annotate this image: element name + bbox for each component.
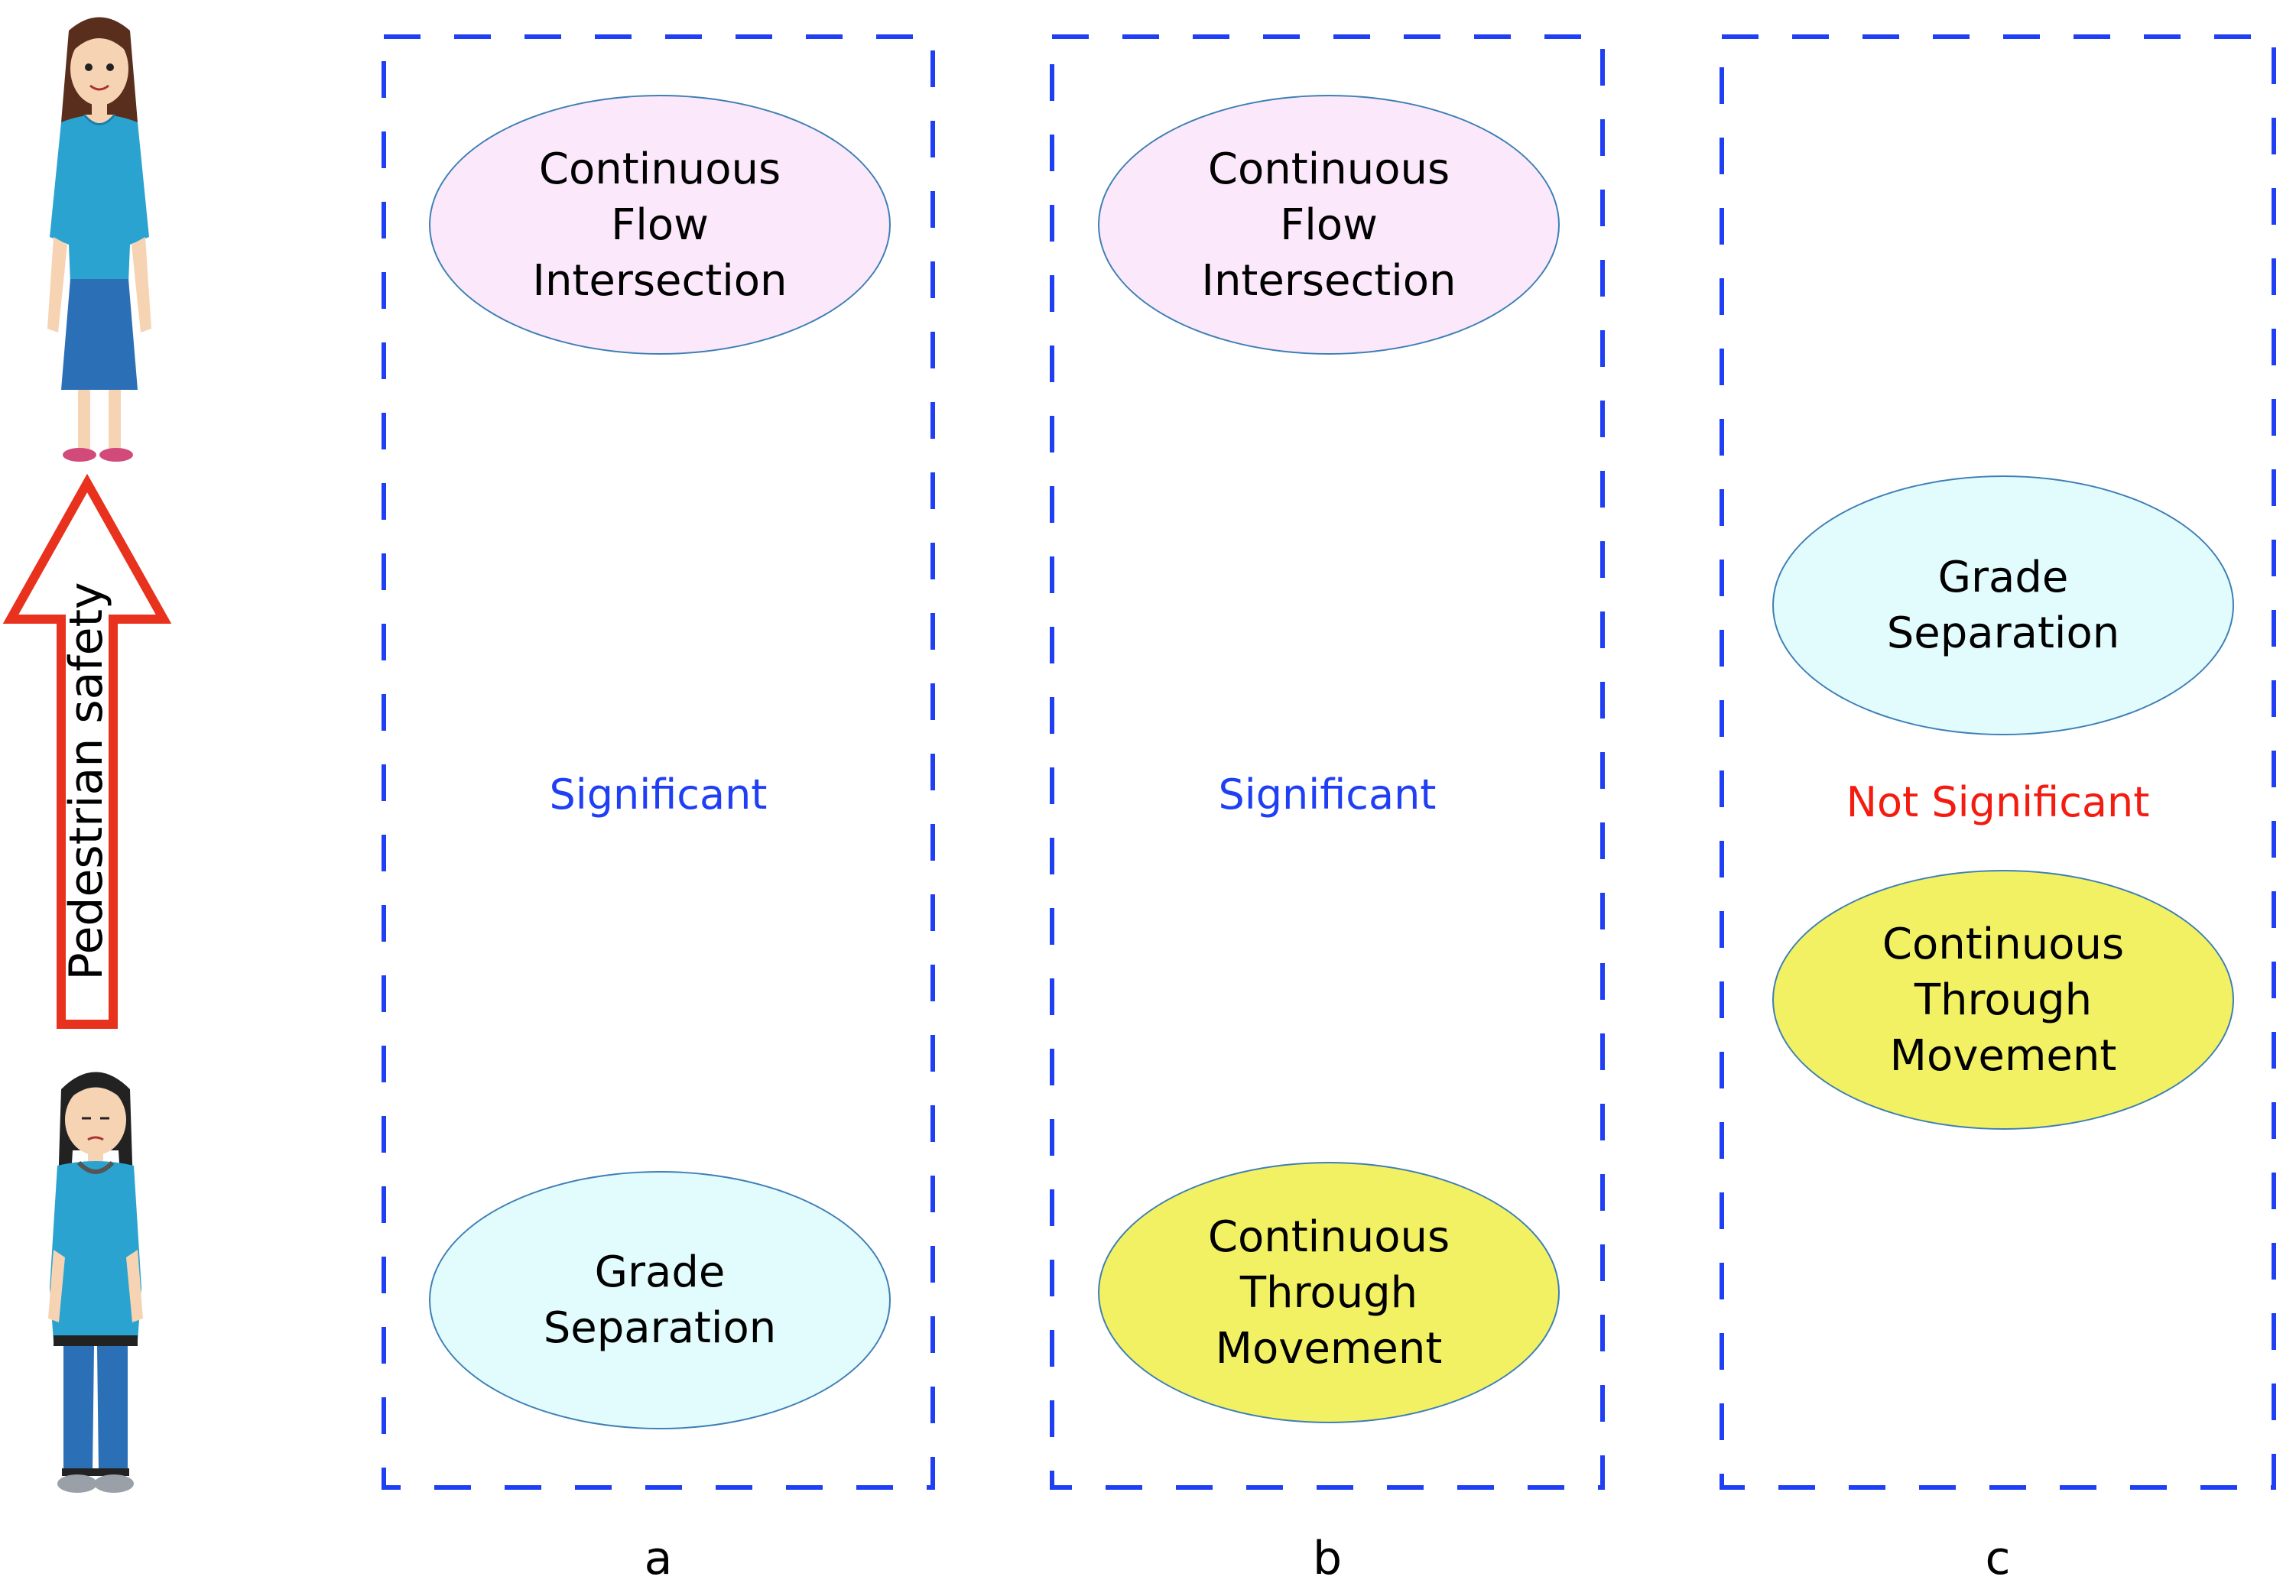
- grade-separation-node: Grade Separation: [1772, 475, 2234, 735]
- pedestrian-safety-arrow: [2, 474, 172, 1029]
- panel-c-label: c: [1985, 1532, 2011, 1585]
- significance-label: Significant: [1218, 770, 1437, 819]
- continuous-through-movement-node: Continuous Through Movement: [1772, 870, 2234, 1130]
- happy-woman-icon: [47, 17, 151, 462]
- continuous-flow-intersection-node: Continuous Flow Intersection: [429, 95, 891, 355]
- panel-c-border: [1720, 34, 2276, 1490]
- panel-c: Grade Separation Not Significant Continu…: [1720, 34, 2276, 1490]
- continuous-through-movement-node: Continuous Through Movement: [1098, 1162, 1560, 1423]
- significance-label: Significant: [549, 770, 768, 819]
- continuous-flow-intersection-node: Continuous Flow Intersection: [1098, 95, 1560, 355]
- grade-separation-node: Grade Separation: [429, 1171, 891, 1429]
- panel-b-label: b: [1312, 1532, 1343, 1585]
- panel-a-label: a: [644, 1532, 673, 1585]
- panel-b-border: [1050, 34, 1605, 1490]
- significance-label: Not Significant: [1846, 778, 2150, 826]
- panel-b: Continuous Flow Intersection Significant…: [1050, 34, 1605, 1490]
- panel-a-border: [382, 34, 935, 1490]
- pedestrian-safety-label: Pedestrian safety: [60, 582, 113, 981]
- sad-girl-icon: [48, 1072, 143, 1493]
- panel-a: Continuous Flow Intersection Significant…: [382, 34, 935, 1490]
